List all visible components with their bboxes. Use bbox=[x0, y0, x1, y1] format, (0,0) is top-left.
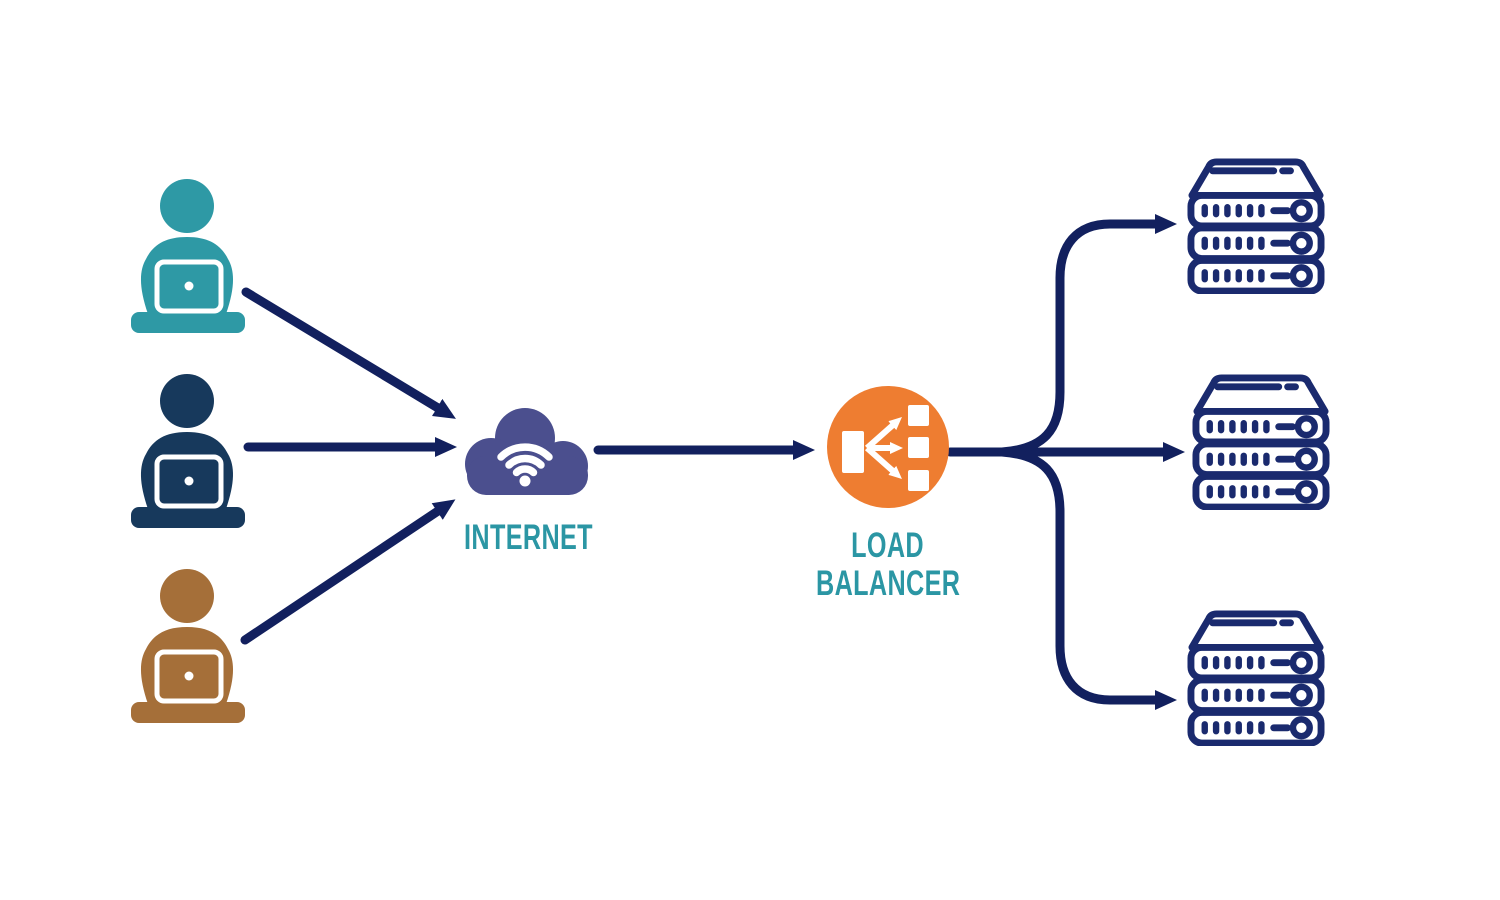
load-balancer-distribution-icon bbox=[827, 386, 949, 508]
arrow-user-3-to-internet bbox=[240, 499, 456, 645]
server-rack-icon bbox=[1192, 372, 1330, 510]
person-at-laptop-icon bbox=[131, 371, 245, 528]
arrow-load-balancer-to-server-1 bbox=[997, 214, 1177, 457]
user-2-node bbox=[131, 371, 245, 528]
cloud-wifi-icon bbox=[465, 408, 588, 495]
wifi-icon bbox=[497, 443, 553, 477]
server-3-node bbox=[1187, 608, 1325, 746]
load-balancer-label: LOAD BALANCER bbox=[738, 527, 1038, 603]
user-1-node bbox=[131, 176, 245, 333]
load-balancer-node bbox=[827, 386, 949, 508]
person-at-laptop-icon bbox=[131, 566, 245, 723]
user-3-node bbox=[131, 566, 245, 723]
arrow-load-balancer-to-server-3 bbox=[997, 447, 1177, 710]
internet-label: INTERNET bbox=[378, 519, 678, 557]
server-2-node bbox=[1192, 372, 1330, 510]
server-1-node bbox=[1187, 156, 1325, 294]
internet-node bbox=[461, 404, 593, 496]
load-balancer-label-line2: BALANCER bbox=[815, 564, 961, 603]
arrow-user-1-to-internet bbox=[241, 287, 456, 419]
person-at-laptop-icon bbox=[131, 176, 245, 333]
server-rack-icon bbox=[1187, 156, 1325, 294]
server-rack-icon bbox=[1187, 608, 1325, 746]
load-balancer-label-line1: LOAD bbox=[851, 526, 925, 565]
internet-label-text: INTERNET bbox=[463, 518, 593, 557]
